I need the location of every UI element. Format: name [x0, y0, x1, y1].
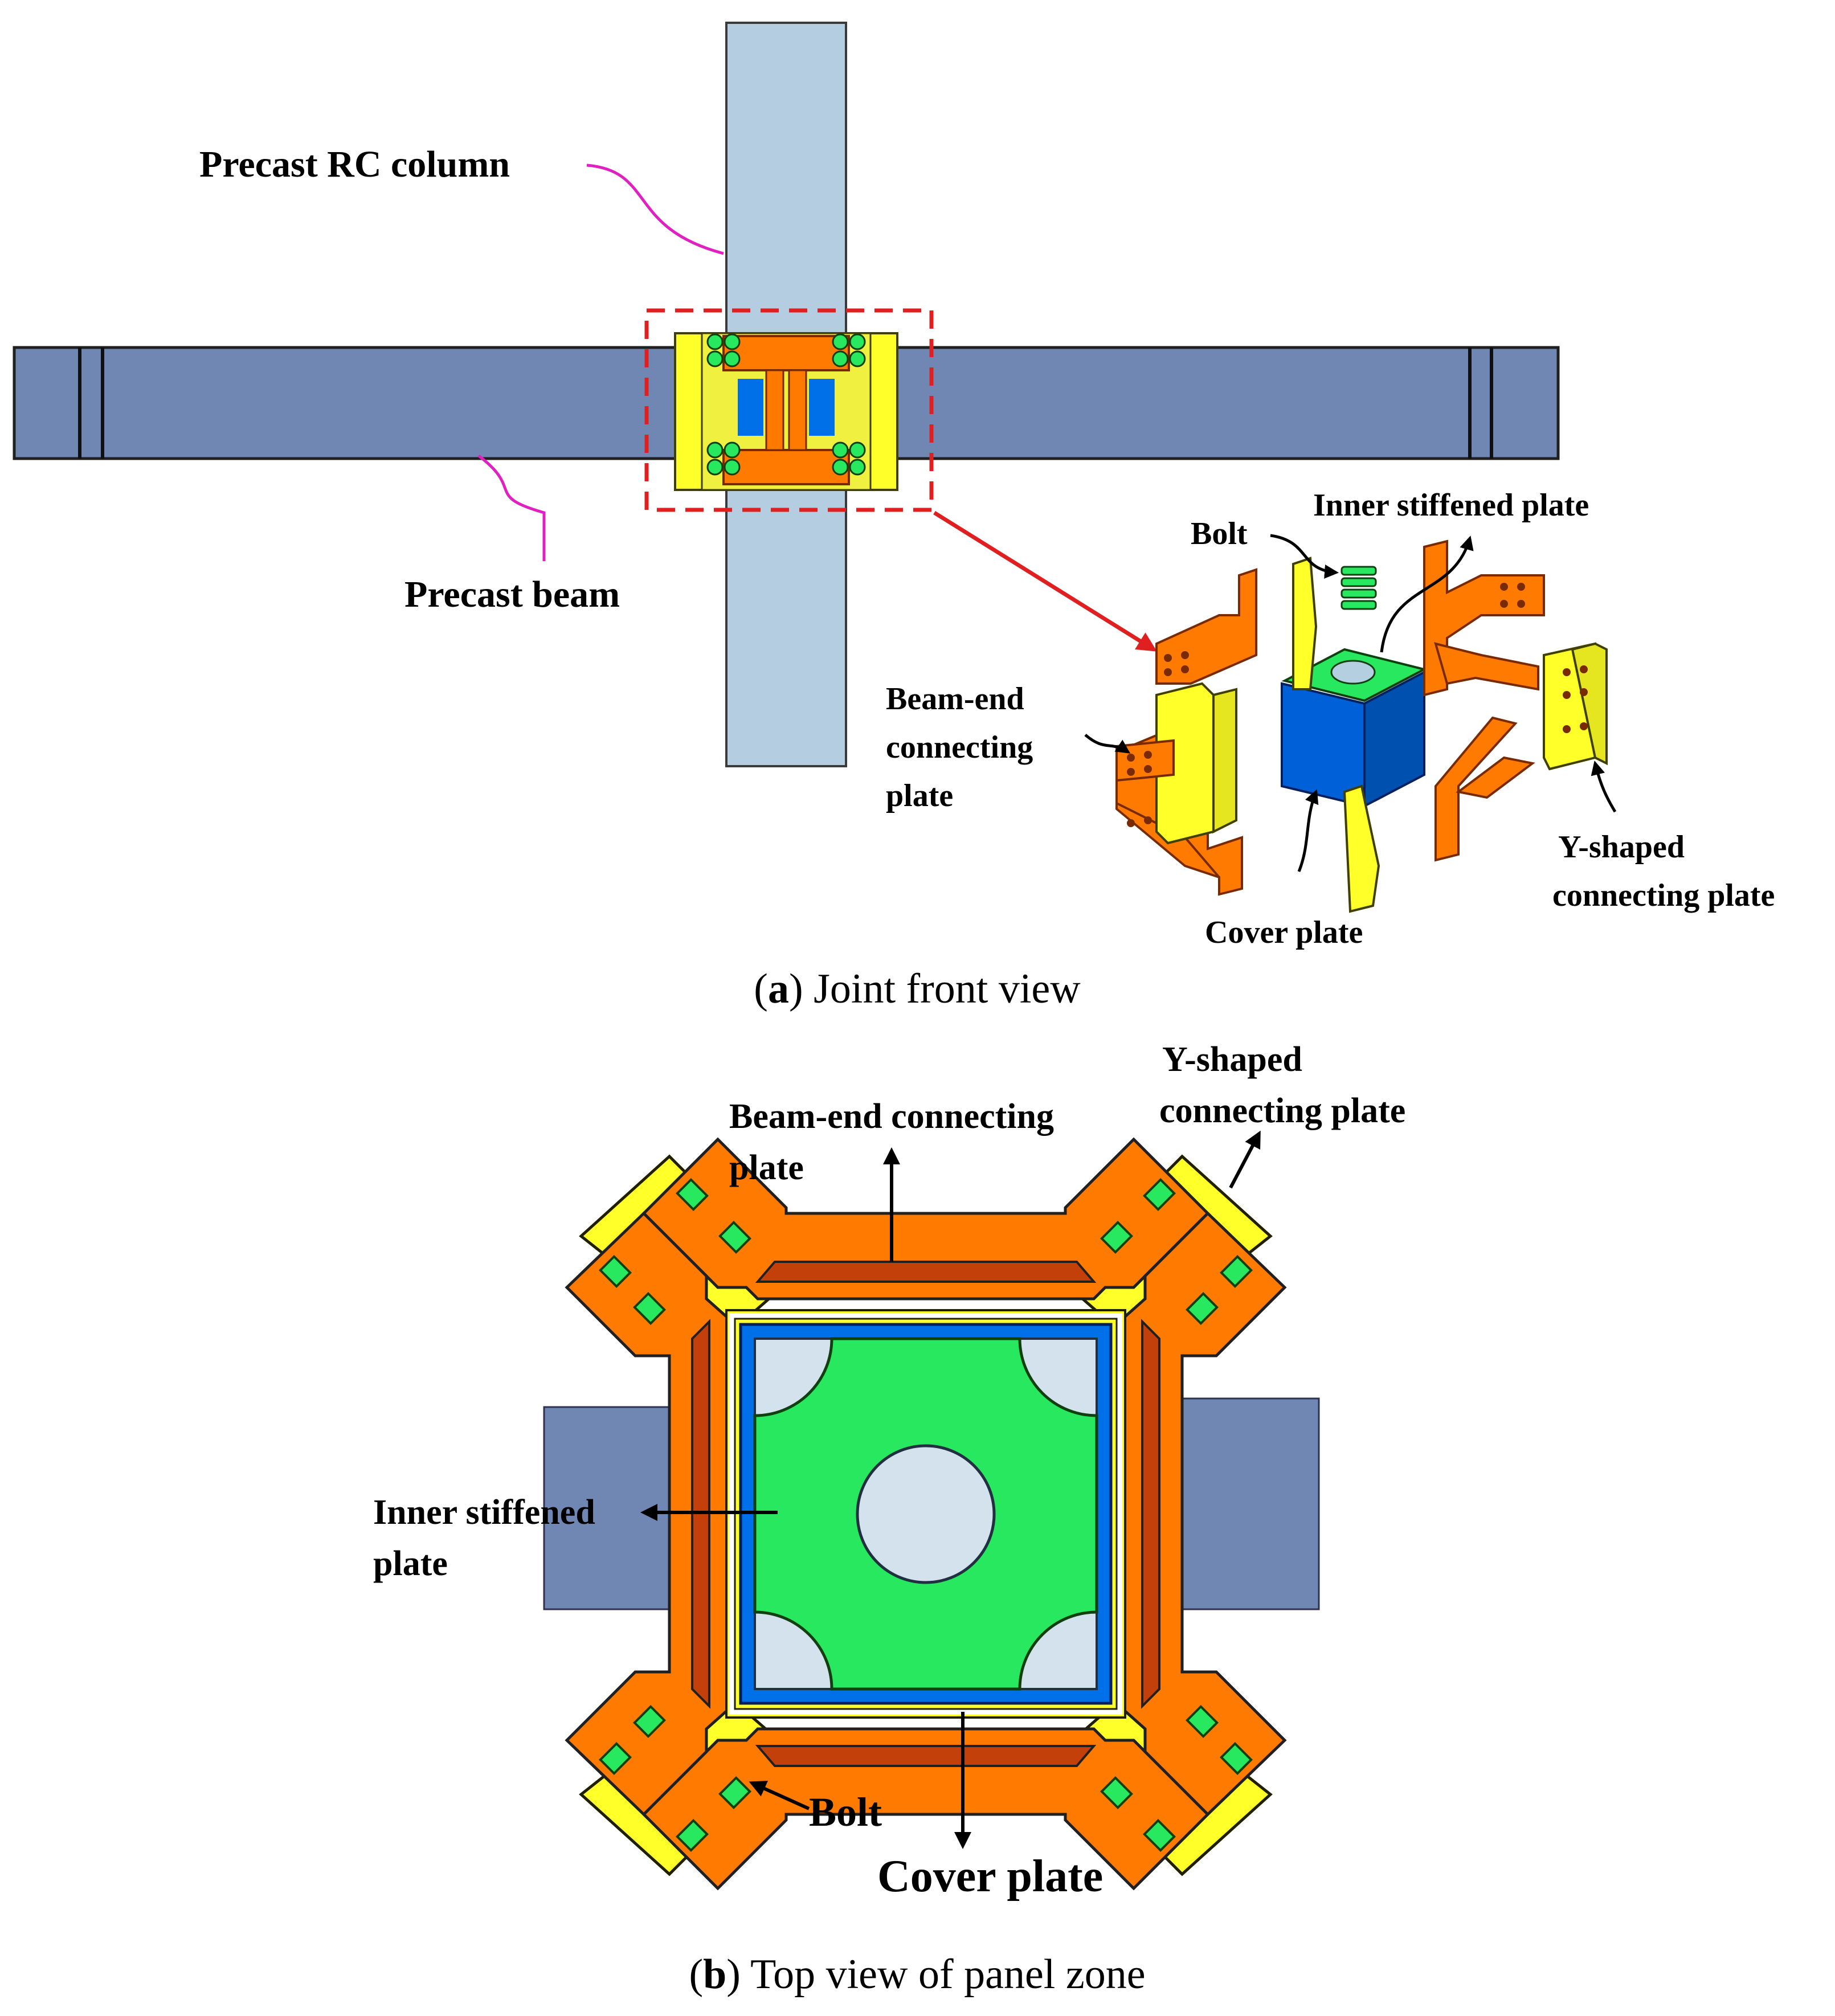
- label-precast-beam: Precast beam: [404, 574, 620, 615]
- caption-b-letter: b: [703, 1951, 726, 1998]
- label-inner-stiffened-b-line-1: Inner stiffened: [373, 1493, 595, 1532]
- label-beam-end-line-1: Beam-end: [886, 681, 1024, 717]
- label-bolt-a: Bolt: [1191, 516, 1248, 551]
- label-beam-end-b-line-1: Beam-end connecting: [729, 1097, 1054, 1136]
- beam-leader: [477, 455, 546, 561]
- exploded-yshaped-plate-left: [1155, 682, 1237, 845]
- stiffener-center-hole: [856, 1444, 996, 1584]
- bolt-leader-a: [1270, 534, 1339, 579]
- label-beam-end-b-line-2: plate: [729, 1148, 804, 1187]
- yshaped-leader-b: [1229, 1130, 1261, 1189]
- beam-end-plates-top: [565, 1137, 1287, 1891]
- label-inner-stiffened-b-line-2: plate: [373, 1544, 448, 1583]
- beam-end-leader-a: [1084, 734, 1131, 754]
- exploded-bolts: [1341, 566, 1377, 610]
- detail-callout-arrow: [933, 511, 1157, 652]
- panel-b-top-view: Y-shaped connecting plate Beam-end conne…: [373, 1040, 1405, 1998]
- detail-callout-box: [644, 308, 934, 512]
- label-inner-stiffened-plate-a: Inner stiffened plate: [1313, 488, 1589, 523]
- label-yshaped-b-line-2: connecting plate: [1159, 1091, 1405, 1130]
- exploded-cover-plate: [1292, 557, 1380, 913]
- label-beam-end-line-2: connecting: [886, 730, 1033, 765]
- caption-a-letter: a: [768, 966, 789, 1012]
- caption-b: (b) Top view of panel zone: [689, 1951, 1145, 1998]
- label-yshaped-line-1: Y-shaped: [1558, 829, 1685, 865]
- yshaped-leader-a: [1591, 760, 1617, 813]
- cover-plate-leader-a: [1297, 789, 1319, 872]
- exploded-view: Bolt Inner stiffened plate Beam-end conn…: [886, 488, 1775, 950]
- label-cover-plate-a: Cover plate: [1205, 915, 1363, 950]
- caption-b-text: Top view of panel zone: [750, 1951, 1145, 1998]
- joint-assembly-front: [674, 332, 898, 491]
- bolt-leader-b: [749, 1781, 810, 1810]
- panel-a-front-view: Precast RC column Precast beam: [13, 22, 1775, 1012]
- exploded-beam-end-plate-right: [1423, 539, 1545, 862]
- caption-a: (a) Joint front view: [754, 966, 1081, 1012]
- label-yshaped-line-2: connecting plate: [1552, 878, 1775, 913]
- inner-plate-leader-a: [1380, 535, 1474, 653]
- beam-end-plate-rims: [691, 1261, 1160, 1767]
- column-leader: [586, 163, 724, 255]
- label-beam-end-line-3: plate: [886, 778, 953, 813]
- exploded-steel-tube: [1281, 670, 1425, 808]
- label-cover-plate-b: Cover plate: [877, 1851, 1103, 1901]
- exploded-yshaped-plate-right: [1543, 642, 1608, 771]
- bolts-top-view: [599, 1178, 1253, 1852]
- label-bolt-b: Bolt: [809, 1789, 882, 1835]
- label-precast-rc-column: Precast RC column: [199, 144, 510, 185]
- label-yshaped-b-line-1: Y-shaped: [1162, 1040, 1302, 1079]
- caption-a-text: Joint front view: [814, 966, 1081, 1012]
